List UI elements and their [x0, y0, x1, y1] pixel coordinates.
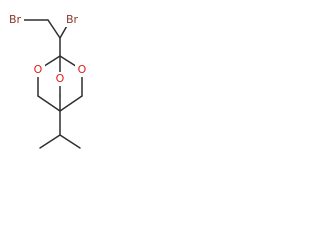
- bond-layer: [23, 19, 83, 149]
- atom-o-right: O: [78, 63, 87, 76]
- atom-br-right: Br: [66, 13, 79, 26]
- bond-isopropyl-ch-to-ch3-right: [59, 134, 81, 149]
- bond-ch2-left-to-c4: [37, 95, 61, 112]
- bond-ch2-to-chbr: [47, 19, 61, 39]
- bond-isopropyl-ch-to-ch3-left: [39, 134, 61, 149]
- bond-ch2-right-to-c4: [59, 95, 83, 112]
- atom-br-left: Br: [9, 13, 22, 26]
- structural-formula-diagram: Br Br O O O: [6, 13, 89, 149]
- atom-label-layer: Br Br O O O: [6, 13, 89, 86]
- atom-o-left: O: [34, 63, 43, 76]
- atom-o-center: O: [56, 72, 65, 85]
